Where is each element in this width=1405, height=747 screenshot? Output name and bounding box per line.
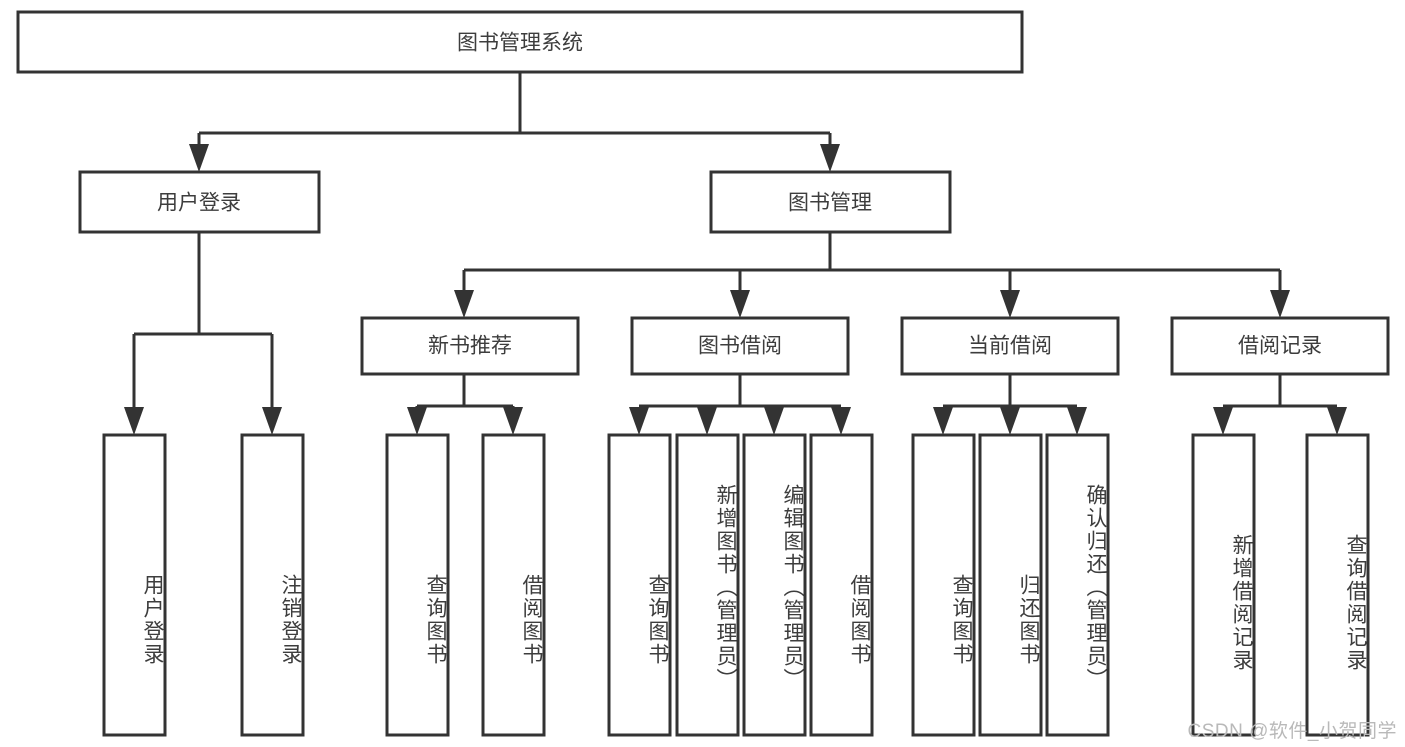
arrow-head-leaf-return-book xyxy=(1000,407,1020,435)
connector-group-borrow-record xyxy=(1213,374,1347,435)
arrow-head-leaf-user-login xyxy=(124,407,144,435)
arrow-head-book-borrow xyxy=(730,290,750,318)
node-leaf-return-book-box[interactable] xyxy=(978,433,1043,737)
arrow-head-leaf-query-book-3 xyxy=(933,407,953,435)
arrow-head-user-login xyxy=(189,144,209,172)
node-borrow-record-label: 借阅记录 xyxy=(1238,335,1322,358)
connector-group-book-borrow xyxy=(629,374,851,435)
node-current-borrow-box[interactable] xyxy=(900,316,1120,376)
node-leaf-edit-book-box[interactable] xyxy=(742,433,807,737)
node-current-borrow-label: 当前借阅 xyxy=(968,335,1052,358)
node-leaf-query-book-1-box[interactable] xyxy=(385,433,450,737)
node-leaf-confirm-return-box[interactable] xyxy=(1045,433,1110,737)
leaf-boxes xyxy=(102,433,1370,737)
arrow-head-leaf-add-record xyxy=(1213,407,1233,435)
connector-group-book-manage xyxy=(454,232,1290,318)
node-leaf-add-book-box[interactable] xyxy=(675,433,740,737)
node-book-manage-box[interactable] xyxy=(709,170,952,234)
csdn-watermark: CSDN @软件_小贺同学 xyxy=(1187,721,1397,742)
arrow-head-book-manage xyxy=(820,144,840,172)
node-new-book-recommend-box[interactable] xyxy=(360,316,580,376)
arrow-head-borrow-record xyxy=(1270,290,1290,318)
node-user-login-box[interactable] xyxy=(78,170,321,234)
node-book-manage-label: 图书管理 xyxy=(788,192,872,215)
node-book-borrow-box[interactable] xyxy=(630,316,850,376)
node-borrow-record-box[interactable] xyxy=(1170,316,1390,376)
node-user-login-label: 用户登录 xyxy=(157,192,241,215)
arrow-head-leaf-edit-book xyxy=(764,407,784,435)
node-leaf-query-record-box[interactable] xyxy=(1305,433,1370,737)
node-root-label: 图书管理系统 xyxy=(457,32,583,55)
connector-group-root xyxy=(189,72,840,172)
connector-group-new-book-recommend xyxy=(407,374,523,435)
arrow-head-leaf-query-book-1 xyxy=(407,407,427,435)
arrow-head-leaf-borrow-book-1 xyxy=(503,407,523,435)
arrow-head-new-book-recommend xyxy=(454,290,474,318)
connector-group-current-borrow xyxy=(933,374,1087,435)
node-leaf-query-book-3-box[interactable] xyxy=(911,433,976,737)
node-current-borrow[interactable]: 当前借阅 xyxy=(900,316,1120,376)
node-borrow-record[interactable]: 借阅记录 xyxy=(1170,316,1390,376)
arrow-head-leaf-query-record xyxy=(1327,407,1347,435)
arrow-head-leaf-query-book-2 xyxy=(629,407,649,435)
node-book-manage[interactable]: 图书管理 xyxy=(709,170,952,234)
node-book-borrow[interactable]: 图书借阅 xyxy=(630,316,850,376)
node-leaf-query-book-2-box[interactable] xyxy=(607,433,672,737)
node-user-login[interactable]: 用户登录 xyxy=(78,170,321,234)
arrow-head-current-borrow xyxy=(1000,290,1020,318)
node-book-borrow-label: 图书借阅 xyxy=(698,335,782,358)
arrow-head-leaf-logout-login xyxy=(262,407,282,435)
node-leaf-user-login-box[interactable] xyxy=(102,433,167,737)
arrow-head-leaf-borrow-book-2 xyxy=(831,407,851,435)
node-leaf-logout-login-box[interactable] xyxy=(240,433,305,737)
node-leaf-borrow-book-1-box[interactable] xyxy=(481,433,546,737)
arrow-head-leaf-confirm-return xyxy=(1067,407,1087,435)
node-root[interactable]: 图书管理系统 xyxy=(16,10,1024,74)
node-new-book-recommend-label: 新书推荐 xyxy=(428,335,512,358)
node-root-box[interactable] xyxy=(16,10,1024,74)
node-leaf-add-record-box[interactable] xyxy=(1191,433,1256,737)
node-new-book-recommend[interactable]: 新书推荐 xyxy=(360,316,580,376)
connector-group-user-login xyxy=(124,232,282,435)
node-leaf-borrow-book-2-box[interactable] xyxy=(809,433,874,737)
arrow-head-leaf-add-book xyxy=(697,407,717,435)
